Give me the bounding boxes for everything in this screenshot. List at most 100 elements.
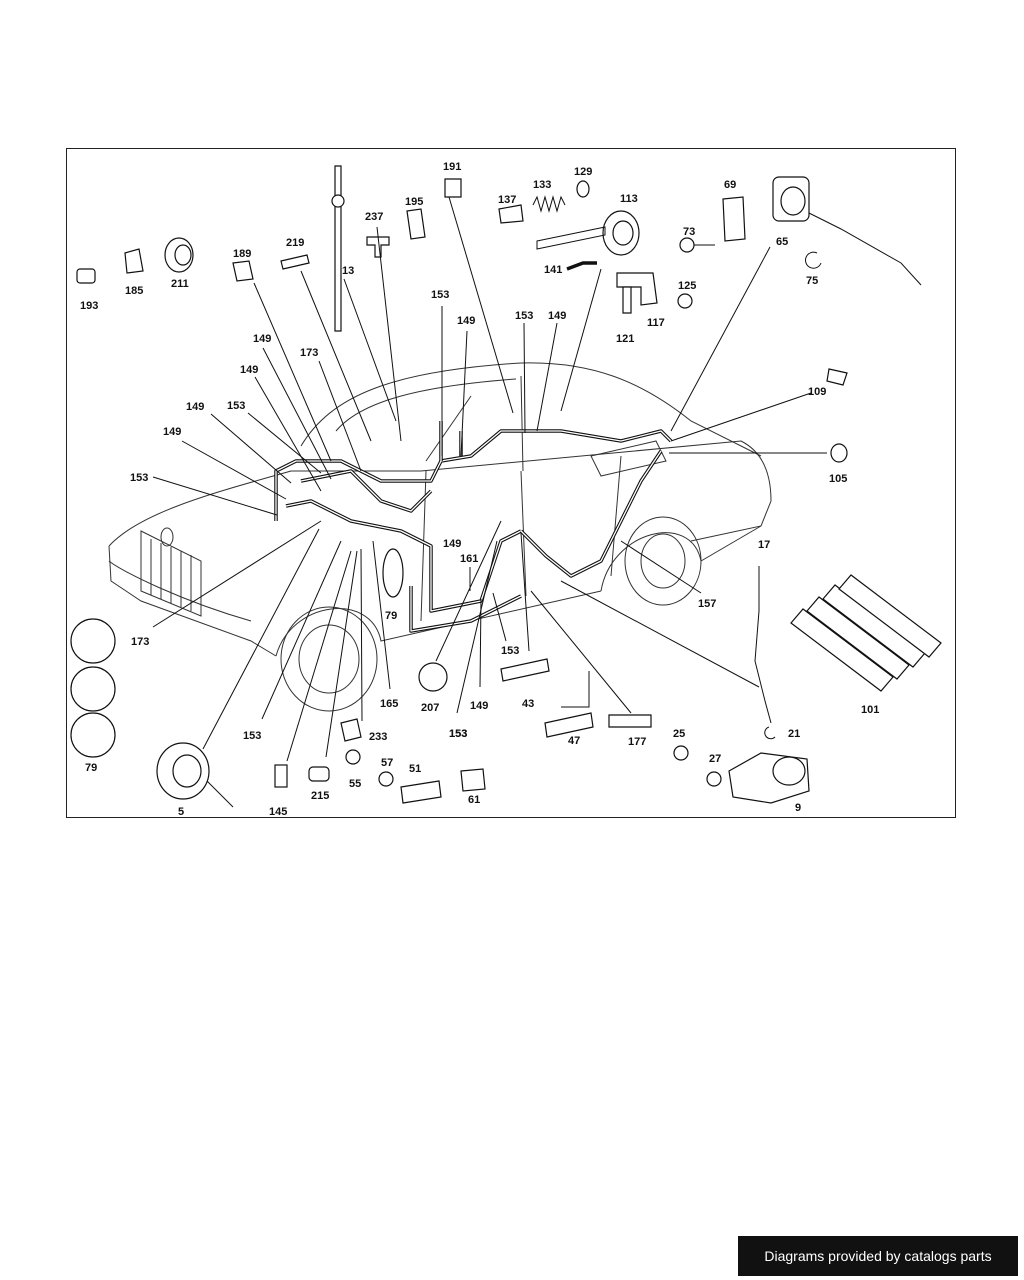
callout-label: 9 xyxy=(795,802,801,814)
callout-label: 153 xyxy=(449,728,467,740)
vacuum-line-parts-diagram: 193 185 211 189 219 13 237 195 191 137 1… xyxy=(70,161,942,818)
callout-label: 211 xyxy=(171,278,189,290)
part-233-connector xyxy=(340,718,362,742)
part-177-connector xyxy=(608,714,652,728)
callout-label: 69 xyxy=(724,179,736,191)
callout-label: 129 xyxy=(574,166,592,178)
part-25-screw xyxy=(673,745,689,761)
callout-label: 149 xyxy=(186,401,204,413)
vacuum-hose-network xyxy=(274,421,673,633)
callout-label: 125 xyxy=(678,280,696,292)
part-237-tee xyxy=(366,236,390,258)
callout-label: 149 xyxy=(470,700,488,712)
callout-label: 75 xyxy=(806,275,818,287)
callout-label: 173 xyxy=(300,347,318,359)
part-73-screw xyxy=(679,237,695,253)
part-121-screw xyxy=(622,286,632,314)
part-21-clip xyxy=(764,726,776,740)
part-193-clip xyxy=(76,268,96,284)
part-191-clip xyxy=(444,178,462,198)
callout-label: 195 xyxy=(405,196,423,208)
callout-label: 65 xyxy=(776,236,788,248)
part-117-bracket xyxy=(616,272,658,306)
leader-lines xyxy=(152,196,827,762)
callout-label: 113 xyxy=(620,193,638,205)
callout-label: 79 xyxy=(85,762,97,774)
callout-label: 153 xyxy=(227,400,245,412)
callout-label: 51 xyxy=(409,763,421,775)
callout-label: 109 xyxy=(808,386,826,398)
callout-label: 79 xyxy=(385,610,397,622)
callout-label: 73 xyxy=(683,226,695,238)
part-145-valve xyxy=(274,764,288,788)
callout-label: 153 xyxy=(449,728,467,740)
part-51-plate xyxy=(400,780,442,804)
callout-label: 149 xyxy=(163,426,181,438)
part-61-bracket xyxy=(460,768,486,792)
callout-label: 17 xyxy=(758,539,770,551)
callout-label: 153 xyxy=(243,730,261,742)
part-137-valve xyxy=(498,204,524,224)
part-43-manifold xyxy=(500,658,550,682)
callout-label: 149 xyxy=(457,315,475,327)
callout-label: 117 xyxy=(647,317,665,329)
callout-label: 47 xyxy=(568,735,580,747)
callout-label: 193 xyxy=(80,300,98,312)
callout-label: 153 xyxy=(431,289,449,301)
callout-label: 145 xyxy=(269,806,287,818)
part-207-grommet xyxy=(418,662,448,692)
callout-label: 149 xyxy=(240,364,258,376)
callout-label: 13 xyxy=(342,265,354,277)
callout-label: 137 xyxy=(498,194,516,206)
callout-label: 219 xyxy=(286,237,304,249)
callout-label: 5 xyxy=(178,806,184,818)
part-195-clip xyxy=(406,208,426,240)
part-57-washer xyxy=(378,771,394,787)
part-109-clip xyxy=(826,368,848,386)
part-69-bracket xyxy=(722,196,746,242)
callout-labels: 193 185 211 189 219 13 237 195 191 137 1… xyxy=(80,161,879,818)
part-47-bracket xyxy=(544,712,594,738)
callout-label: 149 xyxy=(548,310,566,322)
callout-label: 153 xyxy=(501,645,519,657)
callout-label: 61 xyxy=(468,794,480,806)
part-79-reservoir xyxy=(70,618,116,664)
parts-group xyxy=(70,165,942,808)
part-189-clip xyxy=(232,260,254,282)
callout-label: 189 xyxy=(233,248,251,260)
callout-label: 173 xyxy=(131,636,149,648)
part-125-screw xyxy=(677,293,693,309)
part-75-clip xyxy=(805,251,822,269)
part-105-plug xyxy=(830,443,848,463)
callout-label: 121 xyxy=(616,333,634,345)
callout-label: 149 xyxy=(253,333,271,345)
callout-label: 177 xyxy=(628,736,646,748)
part-27-washer xyxy=(706,771,722,787)
callout-label: 165 xyxy=(380,698,398,710)
part-13-rod xyxy=(334,165,342,332)
callout-label: 141 xyxy=(544,264,562,276)
callout-label: 233 xyxy=(369,731,387,743)
part-185-bracket xyxy=(124,248,144,274)
callout-label: 237 xyxy=(365,211,383,223)
part-101-hose-bundle xyxy=(790,574,942,692)
callout-label: 101 xyxy=(861,704,879,716)
callout-label: 157 xyxy=(698,598,716,610)
callout-label: 105 xyxy=(829,473,847,485)
callout-label: 149 xyxy=(443,538,461,550)
callout-label: 133 xyxy=(533,179,551,191)
part-55-screw xyxy=(345,749,361,765)
callout-label: 27 xyxy=(709,753,721,765)
callout-label: 215 xyxy=(311,790,329,802)
callout-label: 153 xyxy=(130,472,148,484)
callout-label: 25 xyxy=(673,728,685,740)
callout-label: 207 xyxy=(421,702,439,714)
part-219-tube xyxy=(280,254,310,270)
credit-banner: Diagrams provided by catalogs parts xyxy=(738,1236,1018,1276)
credit-text: Diagrams provided by catalogs parts xyxy=(764,1248,992,1264)
part-17-rod xyxy=(754,566,772,724)
callout-label: 55 xyxy=(349,778,361,790)
callout-label: 57 xyxy=(381,757,393,769)
callout-label: 185 xyxy=(125,285,143,297)
callout-label: 21 xyxy=(788,728,800,740)
